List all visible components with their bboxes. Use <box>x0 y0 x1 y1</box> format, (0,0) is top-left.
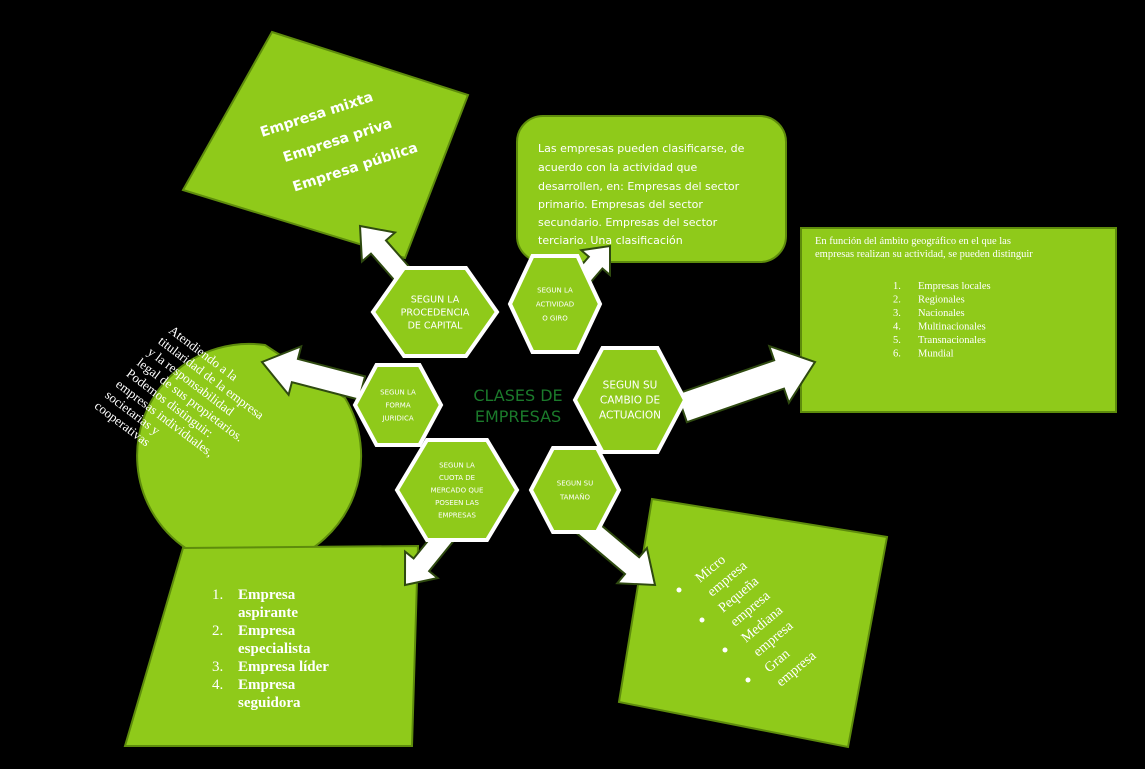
hexagon-label: POSEEN LAS <box>435 499 479 507</box>
hexagon-label: CAMBIO DE <box>600 395 660 407</box>
hexagon-label: PROCEDENCIA <box>401 307 470 318</box>
cuota-item: Empresa <box>238 623 296 639</box>
cuota-item-num: 3. <box>212 659 223 675</box>
geografico-item: Transnacionales <box>918 335 986 346</box>
cuota-item: Empresa <box>238 677 296 693</box>
hexagon-label: ACTUACION <box>599 410 661 422</box>
hexagon-label: SEGUN SU <box>557 479 593 487</box>
geografico-item: Mundial <box>918 349 954 360</box>
juridica-box-shape <box>136 342 363 569</box>
cuota-item: especialista <box>238 641 311 657</box>
actividad-line: desarrollen, en: Empresas del sector <box>538 180 740 193</box>
actividad-line: primario. Empresas del sector <box>538 198 703 211</box>
cuota-box-shape <box>123 544 420 747</box>
hexagon-label: TAMAÑO <box>559 492 591 501</box>
geografico-item-num: 2. <box>893 295 901 306</box>
hexagon-forma[interactable]: SEGUN LA FORMA JURIDICA <box>352 363 444 447</box>
hexagon-label: SEGUN LA <box>411 294 460 305</box>
hexagon-label: DE CAPITAL <box>408 320 464 331</box>
hexagon-shape <box>352 363 444 447</box>
geografico-item-num: 4. <box>893 322 901 333</box>
center-title: CLASES DE <box>473 386 562 405</box>
cuota-item: seguidora <box>238 695 301 711</box>
arrow-to-geografico-icon <box>675 344 817 424</box>
cuota-item: Empresa líder <box>238 659 329 675</box>
hexagon-cambio[interactable]: SEGUN SU CAMBIO DE ACTUACION <box>572 346 688 454</box>
bullet-icon <box>722 647 728 653</box>
geografico-intro: empresas realizan su actividad, se puede… <box>815 249 1033 260</box>
geografico-item: Nacionales <box>918 308 965 319</box>
cuota-item-num: 1. <box>212 587 223 603</box>
geografico-item: Empresas locales <box>918 281 991 292</box>
cuota-item: aspirante <box>238 605 298 621</box>
hexagon-shape <box>572 346 688 454</box>
actividad-box: Las empresas pueden clasificarse, de acu… <box>516 115 787 263</box>
cuota-item: Empresa <box>238 587 296 603</box>
hexagon-label: SEGUN LA <box>439 461 475 469</box>
actividad-line: acuerdo con la actividad que <box>538 161 697 174</box>
cuota-item-num: 2. <box>212 623 223 639</box>
tamano-box-shape <box>617 497 889 749</box>
hexagon-shape <box>394 438 520 542</box>
hexagon-tamano[interactable]: SEGUN SU TAMAÑO <box>528 446 622 534</box>
bullet-icon <box>745 677 751 683</box>
tamano-box: MicroempresaPequeñaempresaMedianaempresa… <box>617 497 889 749</box>
cuota-box: 1. Empresa aspirante 2. Empresa especialista 3… <box>123 544 420 747</box>
center-title: EMPRESAS <box>475 407 561 426</box>
hexagon-label: EMPRESAS <box>438 511 476 519</box>
capital-box: Empresa mixta Empresa priva Empresa públ… <box>181 30 470 260</box>
actividad-box-shape <box>516 115 787 263</box>
geografico-item-num: 6. <box>893 349 901 360</box>
geografico-item-num: 1. <box>893 281 901 292</box>
hexagon-label: JURIDICA <box>381 414 413 422</box>
bullet-icon <box>676 587 682 593</box>
actividad-line: Las empresas pueden clasificarse, de <box>538 142 745 155</box>
cuota-item-num: 4. <box>212 677 223 693</box>
hexagon-label: MERCADO QUE <box>431 486 484 494</box>
arrow-to-juridica-icon <box>260 344 367 401</box>
geografico-item: Regionales <box>918 295 965 306</box>
hexagon-shape <box>507 254 603 354</box>
hexagon-label: O GIRO <box>542 314 568 322</box>
hexagon-label: CUOTA DE <box>439 474 475 482</box>
geografico-item: Multinacionales <box>918 322 986 333</box>
hexagon-cuota[interactable]: SEGUN LA CUOTA DE MERCADO QUE POSEEN LAS EMP… <box>394 438 520 542</box>
hexagon-shape <box>528 446 622 534</box>
hexagon-actividad[interactable]: SEGUN LA ACTIVIDAD O GIRO <box>507 254 603 354</box>
geografico-box-shape <box>800 227 1117 413</box>
geografico-intro: En función del ámbito geográfico en el q… <box>815 236 1011 247</box>
hexagon-label: SEGUN LA <box>537 286 573 294</box>
hexagon-label: ACTIVIDAD <box>536 300 574 308</box>
hexagon-label: SEGUN SU <box>603 380 658 392</box>
hexagon-label: SEGUN LA <box>380 388 416 396</box>
hexagon-label: FORMA <box>385 401 410 409</box>
geografico-item-num: 3. <box>893 308 901 319</box>
geografico-box: En función del ámbito geográfico en el q… <box>800 227 1117 413</box>
actividad-line: terciario. Una clasificación <box>538 234 683 247</box>
actividad-line: secundario. Empresas del sector <box>538 216 718 229</box>
geografico-item-num: 5. <box>893 335 901 346</box>
hexagon-shape <box>370 266 500 358</box>
hexagon-procedencia[interactable]: SEGUN LA PROCEDENCIA DE CAPITAL <box>370 266 500 358</box>
bullet-icon <box>699 617 705 623</box>
capital-box-shape <box>181 30 470 260</box>
